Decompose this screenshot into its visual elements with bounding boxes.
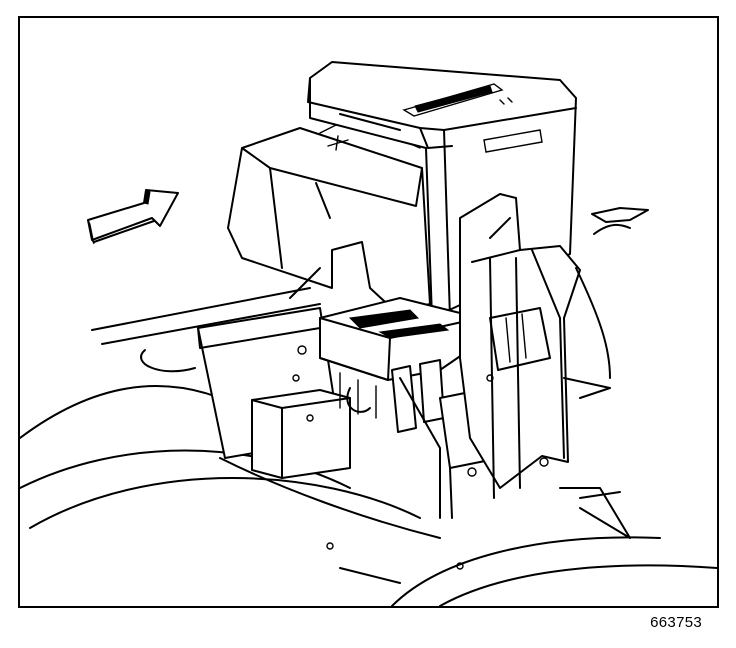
- front-cover: [227, 117, 431, 313]
- mounting-bracket-left: [197, 307, 351, 479]
- ledge-lines: [289, 257, 611, 499]
- latch-tab: [559, 207, 649, 539]
- direction-arrow-icon: [87, 189, 179, 245]
- figure-number: 663753: [650, 614, 702, 631]
- figure-frame: [18, 16, 719, 608]
- fender-well-lines: [20, 287, 717, 606]
- illustration: [20, 61, 717, 606]
